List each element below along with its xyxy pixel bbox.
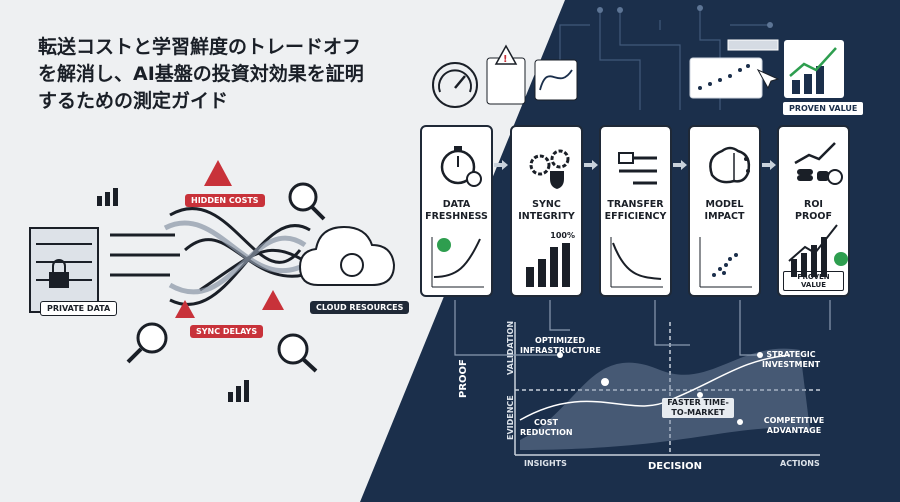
hidden-costs-label: HIDDEN COSTS: [185, 194, 265, 207]
card-label-line2: PROOF: [795, 211, 832, 222]
gears-shield-icon: [526, 149, 570, 287]
chart-y-label: PROOF: [458, 359, 469, 398]
card-label-line2: INTEGRITY: [518, 211, 575, 222]
brain-network-icon: [699, 146, 752, 288]
cloud-resources-label: CLOUD RESOURCES: [310, 301, 410, 314]
sync-delays-label: SYNC DELAYS: [190, 325, 264, 338]
svg-text:!: !: [503, 54, 508, 65]
annotation-cost: COST REDUCTION: [520, 418, 573, 437]
pipeline-arrow: [584, 155, 598, 170]
chart-y-top: VALIDATION: [506, 320, 515, 375]
coins-growth-icon: [788, 142, 848, 277]
page-title: 転送コストと学習鮮度のトレードオフを解消し、AI基盤の投資対効果を証明するための…: [38, 36, 364, 112]
private-data-label: PRIVATE DATA: [40, 301, 118, 316]
card-label-line1: DATA: [442, 199, 471, 210]
annotation-optimized: OPTIMIZED INFRASTRUCTURE: [520, 336, 601, 355]
pipeline-arrow: [494, 155, 508, 170]
stopwatch-icon: [431, 146, 484, 288]
annotation-faster: FASTER TIME-TO-MARKET: [662, 398, 734, 418]
pipeline-arrow: [762, 155, 776, 170]
chart-y-bottom: EVIDENCE: [506, 395, 515, 440]
chart-x-right: ACTIONS: [780, 459, 820, 468]
value-chart: [454, 300, 831, 456]
card-label-line1: MODEL: [705, 199, 744, 210]
card-label-line1: SYNC: [532, 199, 561, 210]
card-percent: 100%: [550, 231, 575, 240]
chart-x-left: INSIGHTS: [524, 459, 567, 468]
annotation-competitive: COMPETITIVE ADVANTAGE: [763, 416, 825, 435]
proven-value-badge: PROVEN VALUE: [782, 101, 865, 116]
card-label-line2: IMPACT: [704, 211, 745, 222]
transfer-pipes-icon: [610, 152, 663, 288]
card-label-line1: TRANSFER: [607, 199, 664, 210]
pipeline-arrow: [673, 155, 687, 170]
card-label-line1: ROI: [804, 199, 823, 210]
card-label-line2: FRESHNESS: [425, 211, 488, 222]
card-footer-badge: PROVEN VALUE: [783, 271, 844, 291]
annotation-strategic: STRATEGIC INVESTMENT: [761, 350, 821, 369]
chart-x-label: DECISION: [648, 461, 702, 472]
card-label-line2: EFFICIENCY: [604, 211, 667, 222]
